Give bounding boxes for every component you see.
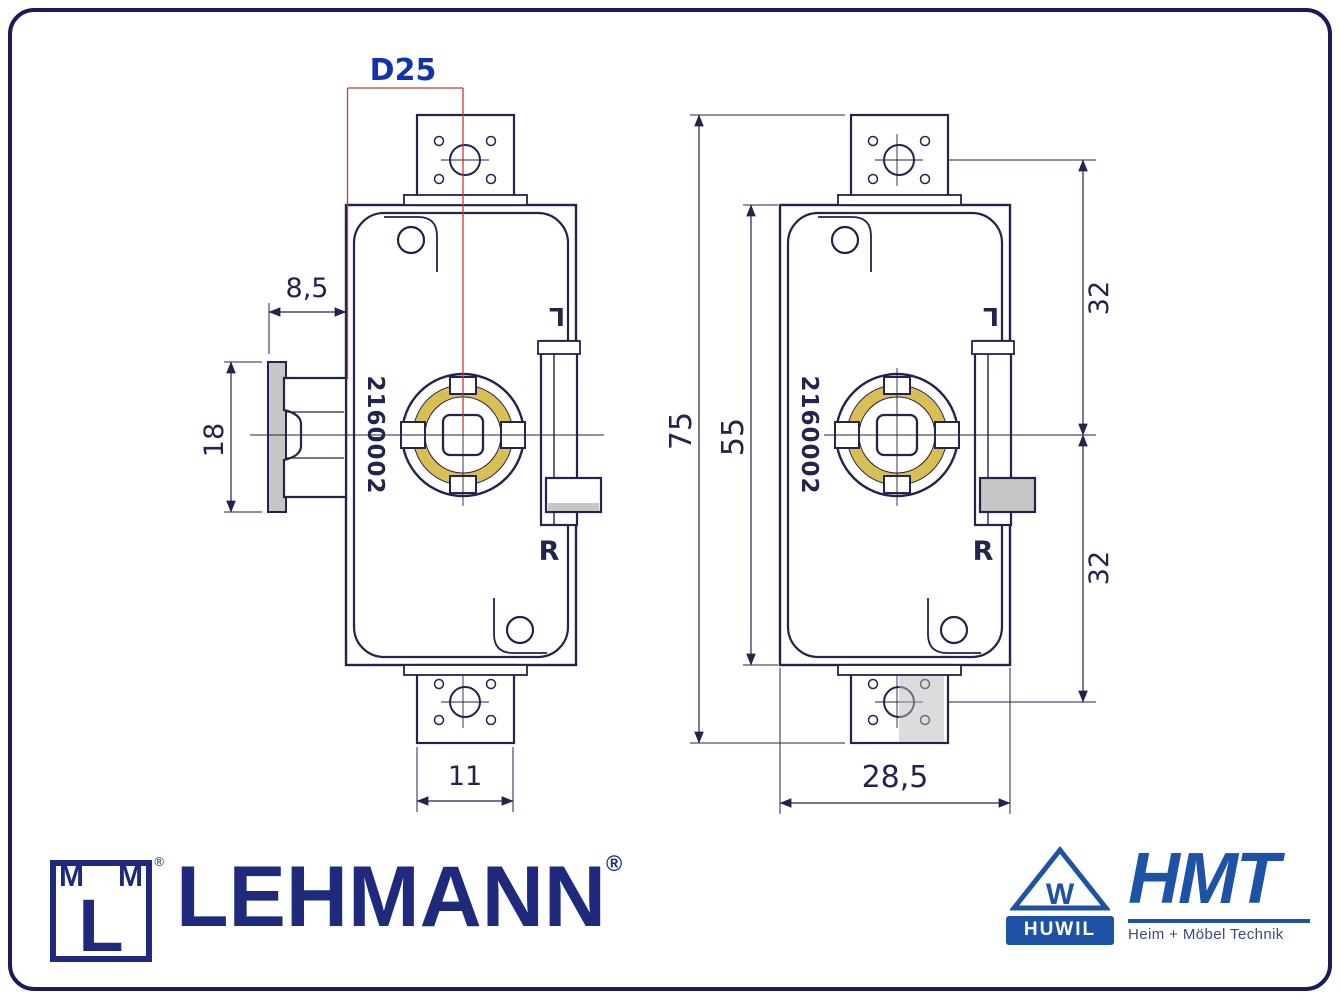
hmt-tagline: Heim + Möbel Technik: [1128, 926, 1284, 944]
lehmann-monogram: M M L ®: [50, 854, 164, 967]
hmt-wordmark-block: HMT Heim + Möbel Technik: [1128, 839, 1310, 945]
lock-view-left: D25 8,5 18 11: [199, 53, 604, 812]
dim-body-height: 55: [716, 204, 778, 666]
huwil-w-mark: W: [1046, 878, 1075, 911]
tab-shading: [899, 676, 944, 742]
lehmann-logo: M M L ® LEHMANN®: [50, 852, 622, 962]
catch-block-right: [978, 476, 1037, 514]
monogram-l: L: [78, 883, 124, 967]
hmt-name: HMT: [1128, 839, 1280, 919]
svg-text:18: 18: [199, 423, 230, 457]
svg-text:32: 32: [1084, 551, 1115, 585]
svg-text:75: 75: [664, 412, 699, 450]
monogram-m-left: M: [59, 860, 84, 893]
registered-icon: ®: [154, 854, 164, 869]
dim-hole-offset-bottom: 32: [948, 434, 1115, 703]
dim-tab-width: 11: [416, 747, 514, 812]
svg-text:55: 55: [716, 418, 751, 456]
huwil-badge: HUWIL: [1006, 916, 1114, 945]
d25-label: D25: [370, 53, 437, 88]
huwil-logo: W HUWIL: [1006, 846, 1114, 945]
svg-text:8,5: 8,5: [286, 273, 329, 304]
d25-callout: D25: [346, 53, 464, 433]
lock-core-right: [780, 115, 1014, 743]
hmt-underline: [1128, 919, 1310, 924]
huwil-triangle-icon: W: [1010, 846, 1110, 911]
dim-latch-depth: 8,5: [268, 273, 347, 354]
dim-total-height: 75: [664, 114, 845, 744]
monogram-m-right: M: [118, 860, 143, 893]
technical-drawing: 2160002 L R: [199, 53, 1115, 814]
dim-hole-offset-top: 32: [948, 159, 1115, 436]
lehmann-wordmark: LEHMANN®: [176, 852, 622, 942]
hmt-logo: W HUWIL HMT Heim + Möbel Technik: [1006, 839, 1310, 945]
lehmann-wordmark-text: LEHMANN: [176, 849, 606, 945]
catch-block-left: [544, 476, 603, 514]
registered-icon: ®: [605, 851, 623, 876]
latch-bolt: [267, 361, 348, 513]
lock-view-right: 75 55 32 32: [664, 115, 1115, 814]
dim-body-width: 28,5: [779, 668, 1011, 814]
svg-text:32: 32: [1084, 281, 1115, 315]
svg-text:11: 11: [448, 761, 482, 792]
svg-text:28,5: 28,5: [862, 760, 929, 795]
dim-latch-height: 18: [199, 361, 262, 513]
